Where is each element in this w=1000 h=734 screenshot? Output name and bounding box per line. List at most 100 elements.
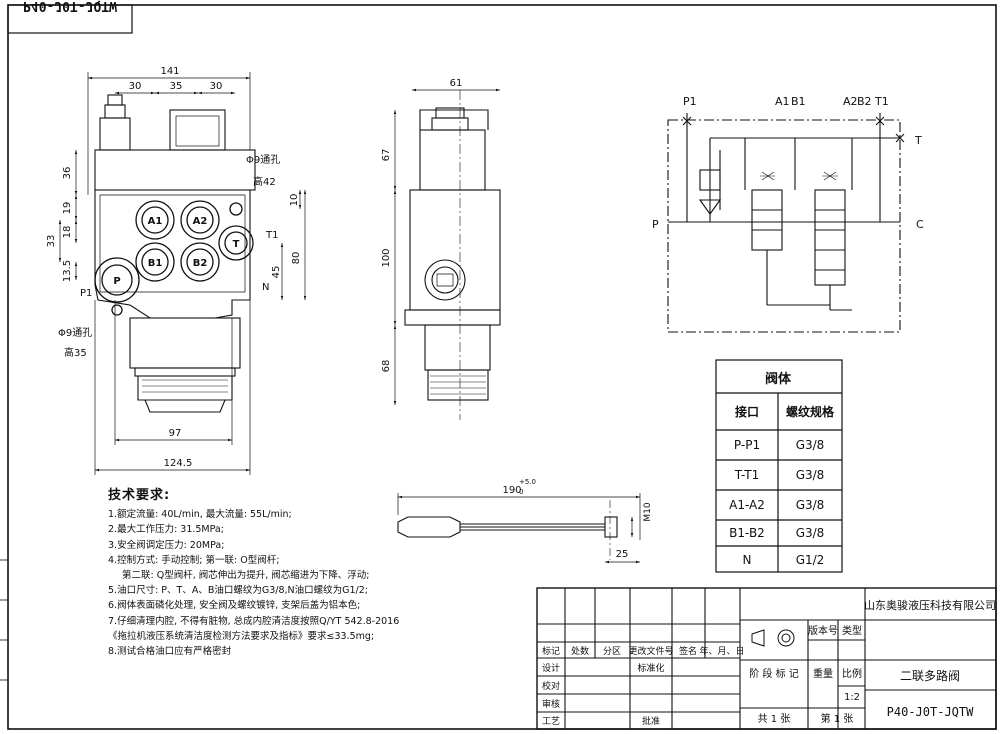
tech-requirement-item: 4.控制方式: 手动控制; 第一联: O型阀杆; <box>108 554 280 566</box>
sch-label-a2: A2 <box>843 95 858 108</box>
dim-h19: 19 <box>62 202 73 215</box>
dim-h100: 100 <box>381 248 392 267</box>
port-row-3-thread: G3/8 <box>796 498 825 512</box>
hole-top-height: 高42 <box>253 175 276 188</box>
tech-requirements-title: 技术要求: <box>108 488 171 503</box>
rev-header-mark: 标记 <box>542 645 560 657</box>
sheets-total: 共 1 张 <box>758 713 791 725</box>
sheet-number: 第 1 张 <box>821 712 854 725</box>
schematic-labels: P1 A1 B1 A2 B2 T1 T P C <box>652 95 924 231</box>
front-dim-lines <box>58 72 307 475</box>
port-a1-label: A1 <box>148 216 163 227</box>
company-name: 山东奥骏液压科技有限公司 <box>864 598 996 612</box>
dim-handle-m10: M10 <box>643 502 653 521</box>
port-p-label: P <box>113 276 120 287</box>
dim-h18: 18 <box>62 226 73 239</box>
projection-symbol <box>751 629 795 647</box>
sch-label-t1: T1 <box>874 95 889 108</box>
dim-h13-5: 13.5 <box>62 260 73 282</box>
dim-h67: 67 <box>381 149 392 162</box>
port-row-4-port: B1-B2 <box>729 526 765 540</box>
port-table-header-port: 接口 <box>735 404 759 419</box>
dim-h36: 36 <box>62 167 73 180</box>
sch-label-p: P <box>652 218 659 231</box>
sch-label-c: C <box>916 218 924 231</box>
sch-label-b2: B2 <box>857 95 872 108</box>
tech-requirement-item: 1.额定流量: 40L/min, 最大流量: 55L/min; <box>108 509 292 521</box>
port-row-2-thread: G3/8 <box>796 468 825 482</box>
front-ports <box>94 200 254 316</box>
dim-handle-25: 25 <box>616 549 629 560</box>
hydraulic-schematic <box>667 113 905 333</box>
dim-handle-tol0: 0 <box>519 488 523 496</box>
hole-bottom-height: 高35 <box>64 346 87 359</box>
title-block-lines <box>536 587 997 730</box>
front-port-labels: A1 A2 B1 B2 T P T1 P1 N Φ9通孔 高42 Φ9通孔 高3… <box>58 154 280 359</box>
port-table-title: 阀体 <box>765 371 792 387</box>
row-label-process: 工艺 <box>542 716 560 727</box>
handle-view <box>397 500 618 560</box>
port-a2-label: A2 <box>193 216 208 227</box>
sheet-border <box>7 4 997 730</box>
sch-label-b1: B1 <box>791 95 806 108</box>
rev-header-count: 处数 <box>571 645 589 657</box>
port-row-5-thread: G1/2 <box>796 553 825 567</box>
label-n: N <box>262 282 269 293</box>
front-dim-texts: 141 30 35 30 36 19 18 33 13.5 10 45 80 9… <box>46 66 302 469</box>
tech-requirements: 技术要求: 1.额定流量: 40L/min, 最大流量: 55L/min; 2.… <box>108 488 528 659</box>
dim-30b: 30 <box>210 81 223 92</box>
dim-w61: 61 <box>450 78 463 89</box>
stage-mark-label: 阶 段 标 记 <box>749 667 799 680</box>
title-block-texts: 山东奥骏液压科技有限公司 版本号 类型 二联多路阀 P40-J0T-JQTW 标… <box>542 598 996 727</box>
side-dim-lines <box>393 88 500 405</box>
front-view <box>94 94 256 413</box>
rev-header-date: 年、月、日 <box>699 645 744 657</box>
row-label-review: 审核 <box>542 698 560 710</box>
dim-35: 35 <box>170 81 183 92</box>
tech-requirement-item: 3.安全阀调定压力: 20MPa; <box>108 539 225 551</box>
standardization-label: 标准化 <box>637 662 664 674</box>
port-row-2-port: T-T1 <box>734 468 759 482</box>
row-label-design: 设计 <box>542 662 560 674</box>
side-dim-texts: 61 67 100 68 <box>381 78 462 372</box>
dim-w124-5: 124.5 <box>164 458 193 469</box>
weight-label: 重量 <box>813 667 833 680</box>
label-t1: T1 <box>265 230 278 241</box>
drawing-number: P40-J0T-JQTW <box>887 705 974 719</box>
dim-handle-length: 190 <box>502 485 521 496</box>
scale-label: 比例 <box>842 667 862 680</box>
hole-top-dia: Φ9通孔 <box>246 154 280 166</box>
dim-h10: 10 <box>289 194 300 207</box>
dim-h80: 80 <box>291 252 302 265</box>
version-label: 版本号 <box>808 624 838 637</box>
tech-requirement-item: 2.最大工作压力: 31.5MPa; <box>108 524 224 536</box>
left-binding-strips <box>0 559 8 681</box>
tech-requirement-item: 7.仔细清理内腔, 不得有脏物, 总成内腔清洁度按照Q/YT 542.8-201… <box>108 615 400 627</box>
port-b2-label: B2 <box>193 258 208 269</box>
port-row-1-port: P-P1 <box>734 438 760 452</box>
dim-30a: 30 <box>129 81 142 92</box>
tech-requirement-item: 《拖拉机液压系统清洁度检测方法要求及指标》要求≤33.5mg; <box>108 630 375 642</box>
tech-requirement-item: 5.油口尺寸: P、T、A、B油口螺纹为G3/8,N油口螺纹为G1/2; <box>108 585 368 597</box>
rev-header-docno: 更改文件号 <box>628 645 673 657</box>
sch-label-p1: P1 <box>683 95 697 108</box>
port-row-4-thread: G3/8 <box>796 526 825 540</box>
port-b1-label: B1 <box>148 258 163 269</box>
dim-handle-tol: +5.0 <box>519 478 536 486</box>
dim-h68: 68 <box>381 360 392 373</box>
port-table-header-thread: 螺纹规格 <box>786 404 835 419</box>
port-t-label: T <box>233 239 240 250</box>
tech-requirement-item: 8.测试合格油口应有严格密封 <box>108 646 232 658</box>
row-label-check: 校对 <box>542 680 560 692</box>
side-view <box>404 90 501 420</box>
dim-h45: 45 <box>271 266 282 279</box>
sch-label-t: T <box>914 134 922 147</box>
port-row-3-port: A1-A2 <box>729 498 765 512</box>
handle-dim-lines <box>397 493 641 564</box>
dim-h33: 33 <box>46 235 57 248</box>
scale-value: 1:2 <box>844 692 860 703</box>
type-label: 类型 <box>842 624 862 637</box>
rev-header-sign: 签名 <box>679 645 697 657</box>
sch-label-a1: A1 <box>775 95 790 108</box>
